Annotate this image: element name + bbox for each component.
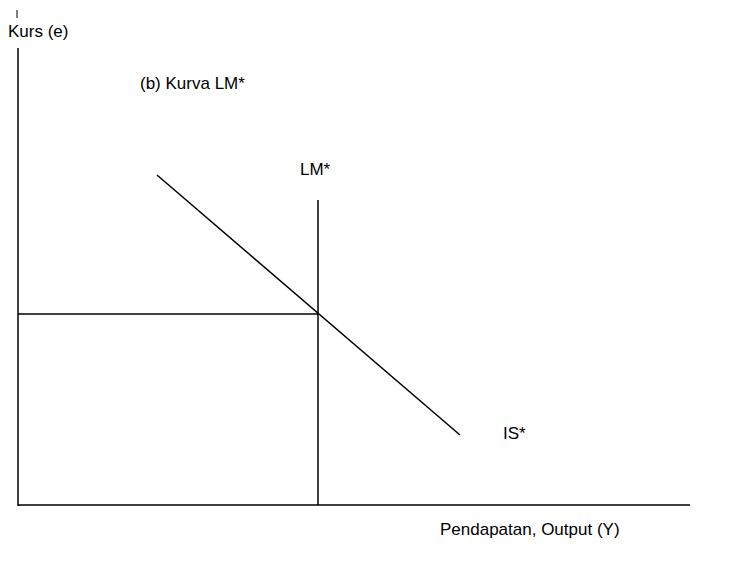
tick-mark [17,10,18,18]
lm-curve [317,200,319,505]
axis-label: Kurs (e) [8,22,68,42]
axis-label: Pendapatan, Output (Y) [440,520,620,540]
curve-label: LM* [300,160,330,180]
chart-title: (b) Kurva LM* [140,74,245,94]
curve-label: IS* [503,424,526,444]
is-curve [157,175,460,435]
equilibrium-guide [18,313,318,315]
x-axis [18,504,690,506]
y-axis [17,48,19,506]
